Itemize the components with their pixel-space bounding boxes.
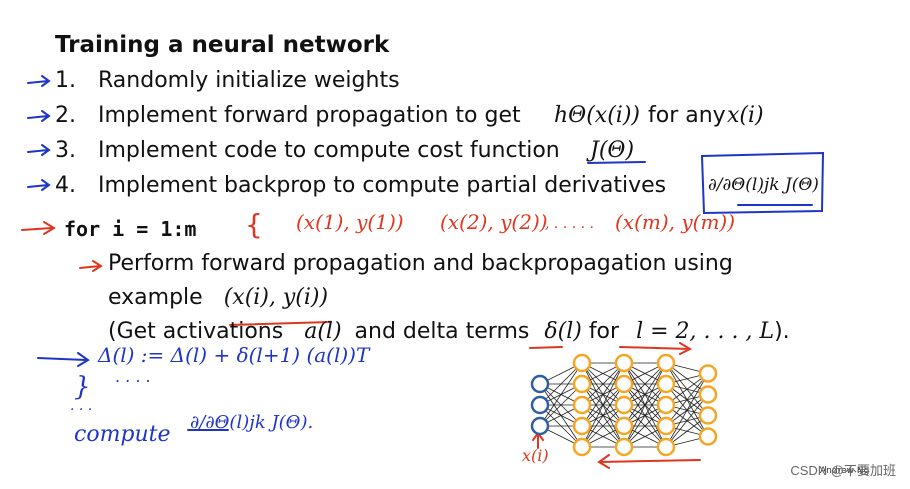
hidden-or-output-node	[572, 437, 592, 457]
hidden-or-output-node	[614, 353, 634, 373]
network-edge	[623, 362, 667, 427]
input-label-handwritten: x(i)	[522, 446, 549, 465]
step-4-arrow	[27, 179, 51, 191]
loop-open-brace: {	[245, 208, 263, 241]
network-edge	[623, 362, 667, 448]
network-edge	[665, 394, 709, 448]
network-edge	[623, 404, 667, 448]
hidden-or-output-node	[698, 406, 718, 425]
watermark: CSDN @不要加班	[790, 463, 896, 478]
hidden-or-output-node	[614, 395, 634, 415]
close-brace-handwritten: }	[74, 372, 91, 402]
dots-handwritten: . . . .	[115, 367, 151, 386]
delta-update-handwritten: Δ(l) := Δ(l) + δ(l+1) (a(l))T	[98, 343, 370, 367]
compute-word-handwritten: compute	[74, 422, 171, 447]
derivative-math: ∂/∂Θ(l)jk J(Θ)	[708, 175, 819, 195]
hidden-or-output-node	[572, 395, 592, 415]
input-math: x(i)	[727, 103, 764, 128]
network-edge	[581, 362, 625, 406]
hidden-or-output-node	[572, 416, 592, 436]
input-node	[530, 416, 550, 436]
update-arrow	[37, 352, 90, 367]
activations-underline	[229, 321, 331, 326]
hidden-or-output-node	[572, 353, 592, 373]
for-loop-arrow	[21, 221, 56, 235]
hidden-or-output-node	[656, 353, 676, 373]
network-edge	[665, 373, 709, 448]
network-edge	[539, 362, 583, 406]
credit-text: Andrew Ng	[820, 466, 870, 476]
network-edge	[623, 362, 667, 406]
network-edge	[665, 373, 709, 427]
delta-underline	[529, 346, 563, 349]
more-dots-handwritten: . . .	[70, 398, 93, 414]
body-line-2: example (x(i), y(i))	[108, 285, 329, 310]
hidden-or-output-node	[698, 385, 718, 404]
example-m-handwritten: (x(m), y(m))	[615, 210, 736, 234]
hidden-or-output-node	[614, 374, 634, 394]
example-1-handwritten: (x(1), y(1))	[296, 210, 404, 234]
step-3-arrow	[27, 144, 51, 156]
hidden-or-output-node	[698, 427, 718, 446]
hidden-or-output-node	[614, 416, 634, 436]
delta-math: δ(l)	[544, 319, 582, 344]
cost-math: J(Θ)	[590, 138, 635, 163]
compute-expr-handwritten: ∂/∂Θ(l)jk J(Θ).	[190, 412, 314, 433]
forward-arrow	[619, 342, 693, 355]
hidden-or-output-node	[698, 364, 718, 383]
hidden-or-output-node	[656, 437, 676, 457]
network-edge	[623, 383, 667, 448]
body-line-3: (Get activations a(l) and delta terms δ(…	[108, 319, 790, 344]
hypothesis-math: hΘ(x(i))	[554, 103, 640, 128]
network-edge	[539, 383, 583, 427]
example-2-handwritten: (x(2), y(2))	[440, 210, 548, 234]
network-edge	[581, 383, 625, 448]
hidden-or-output-node	[572, 374, 592, 394]
slide-title: Training a neural network	[55, 32, 390, 58]
backward-arrow	[597, 454, 701, 469]
cost-underline	[587, 161, 646, 164]
input-node	[530, 395, 550, 415]
hidden-or-output-node	[614, 437, 634, 457]
body-arrow	[79, 260, 103, 272]
network-edge	[581, 362, 625, 427]
step-2-arrow	[27, 110, 51, 122]
hidden-or-output-node	[656, 374, 676, 394]
network-edge	[539, 362, 583, 427]
layer-range-math: l = 2, . . . , L	[636, 319, 775, 344]
step-1-arrow	[27, 75, 51, 87]
for-loop-code: for i = 1:m	[64, 217, 197, 241]
derivative-box	[700, 151, 825, 215]
body-line-1: Perform forward propagation and backprop…	[108, 251, 733, 276]
network-edge	[581, 362, 625, 448]
example-ellipsis-handwritten: , . . . . .	[545, 216, 594, 232]
network-edge	[581, 404, 625, 448]
hidden-or-output-node	[656, 416, 676, 436]
network-nodes	[530, 353, 718, 457]
input-node	[530, 374, 550, 394]
example-math: (x(i), y(i))	[223, 285, 329, 310]
hidden-or-output-node	[656, 395, 676, 415]
activation-math: a(l)	[304, 319, 342, 344]
